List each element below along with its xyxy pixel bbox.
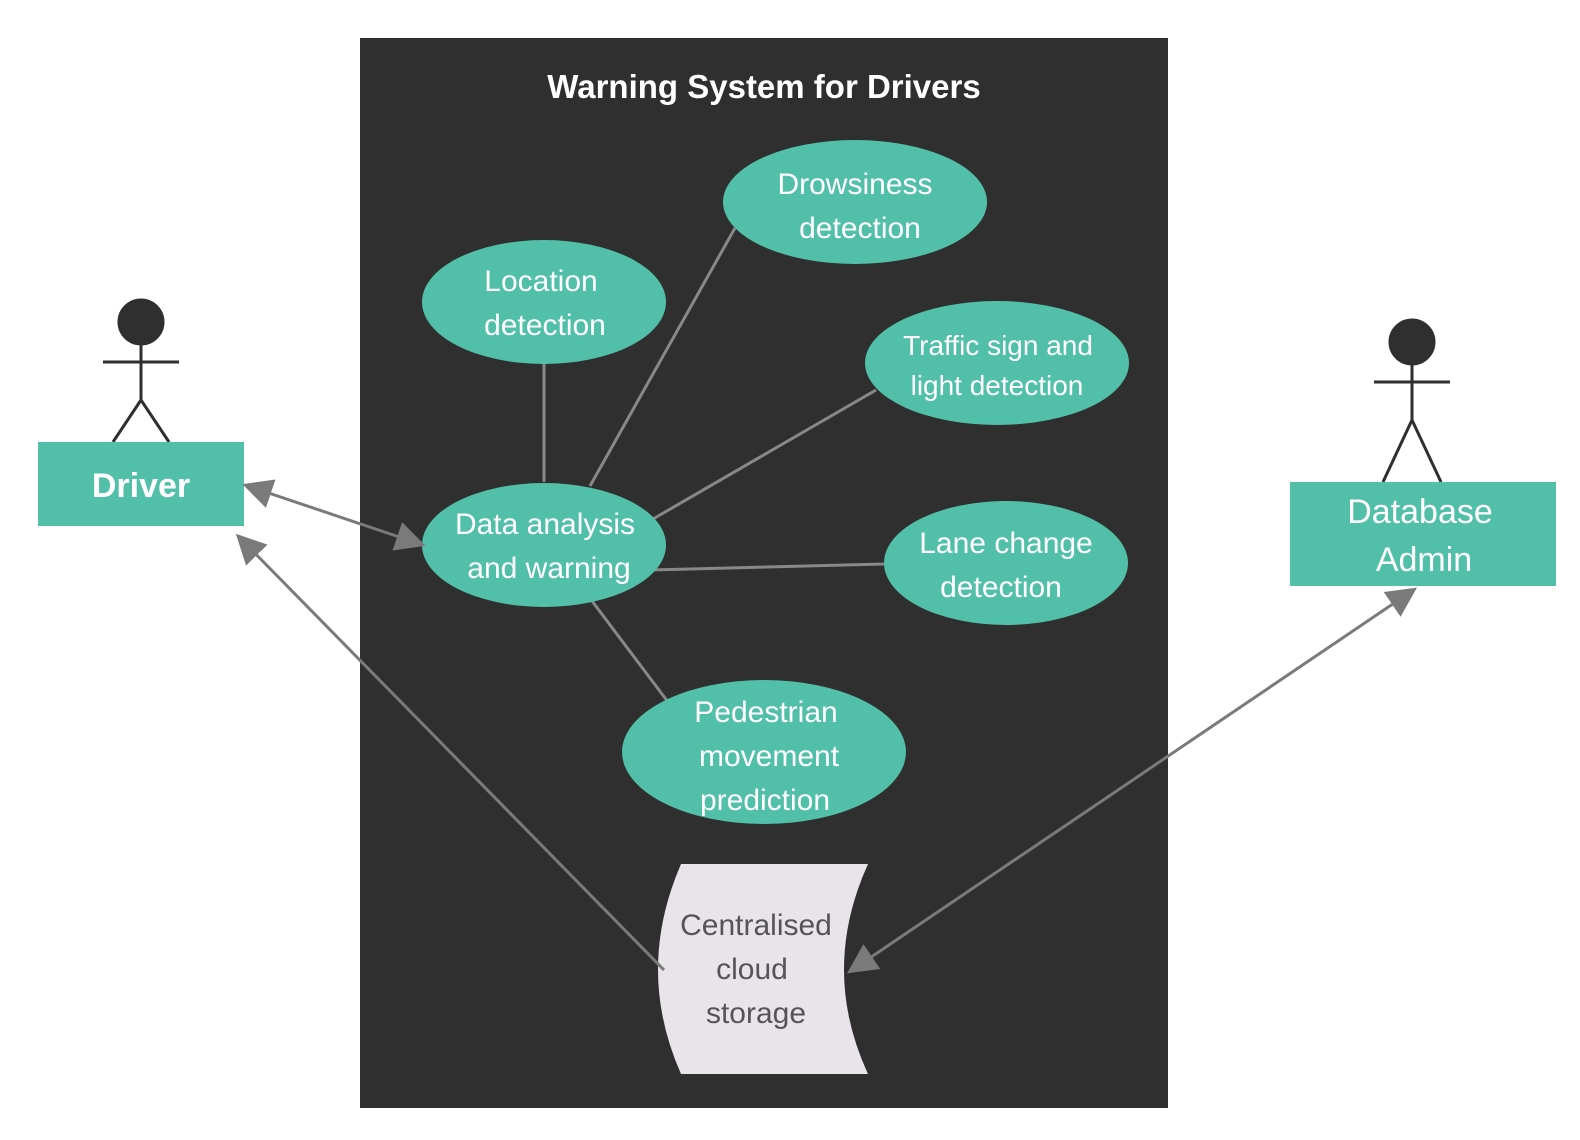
association-drowsiness <box>588 227 737 487</box>
stick-figure-icon <box>1374 318 1450 483</box>
system-title: Warning System for Drivers <box>547 68 980 105</box>
use-case-pedestrian-movement-prediction[interactable]: Pedestrian movement prediction <box>622 680 906 824</box>
storage-label: cloud <box>716 953 788 986</box>
use-case-label: detection <box>940 571 1062 604</box>
arrow-storage-to-driver <box>235 533 666 972</box>
actor-label-box <box>1290 482 1556 586</box>
actor-driver[interactable]: Driver <box>38 298 244 526</box>
stick-figure-icon <box>103 298 179 443</box>
use-case-label: Drowsiness <box>777 168 932 201</box>
use-case-location-detection[interactable]: Location detection <box>422 240 666 364</box>
association-pedestrian <box>590 600 670 703</box>
use-case-label: detection <box>484 309 606 342</box>
use-case-label: movement <box>699 740 840 773</box>
use-case-drowsiness-detection[interactable]: Drowsiness detection <box>723 140 987 264</box>
use-case-label: light detection <box>911 370 1084 401</box>
actor-database-admin[interactable]: Database Admin <box>1290 318 1556 586</box>
use-case-label: detection <box>799 212 921 245</box>
use-case-label: Pedestrian <box>694 696 837 729</box>
use-case-traffic-sign-detection[interactable]: Traffic sign and light detection <box>865 301 1129 425</box>
association-lines <box>542 227 885 703</box>
actor-label: Driver <box>92 467 190 505</box>
use-case-label: Data analysis <box>455 508 635 541</box>
use-case-label: and warning <box>467 552 630 585</box>
use-case-data-analysis-and-warning[interactable]: Data analysis and warning <box>422 483 666 607</box>
association-traffic-sign <box>652 388 877 521</box>
association-lane-change <box>650 562 885 572</box>
actor-label: Admin <box>1376 541 1472 579</box>
arrow-driver-data-analysis <box>242 479 426 551</box>
actor-label: Database <box>1347 493 1493 531</box>
use-case-lane-change-detection[interactable]: Lane change detection <box>884 501 1128 625</box>
storage-label: storage <box>706 997 806 1030</box>
arrow-connectors <box>235 479 1417 974</box>
use-case-label: Location <box>484 265 597 298</box>
actor-label-box <box>38 442 244 526</box>
cloud-storage[interactable]: Centralised cloud storage <box>658 864 868 1074</box>
use-case-label: Lane change <box>919 527 1093 560</box>
arrow-admin-storage <box>847 587 1417 974</box>
storage-label: Centralised <box>680 909 832 942</box>
use-case-label: Traffic sign and <box>903 330 1093 361</box>
use-case-label: prediction <box>700 784 830 817</box>
